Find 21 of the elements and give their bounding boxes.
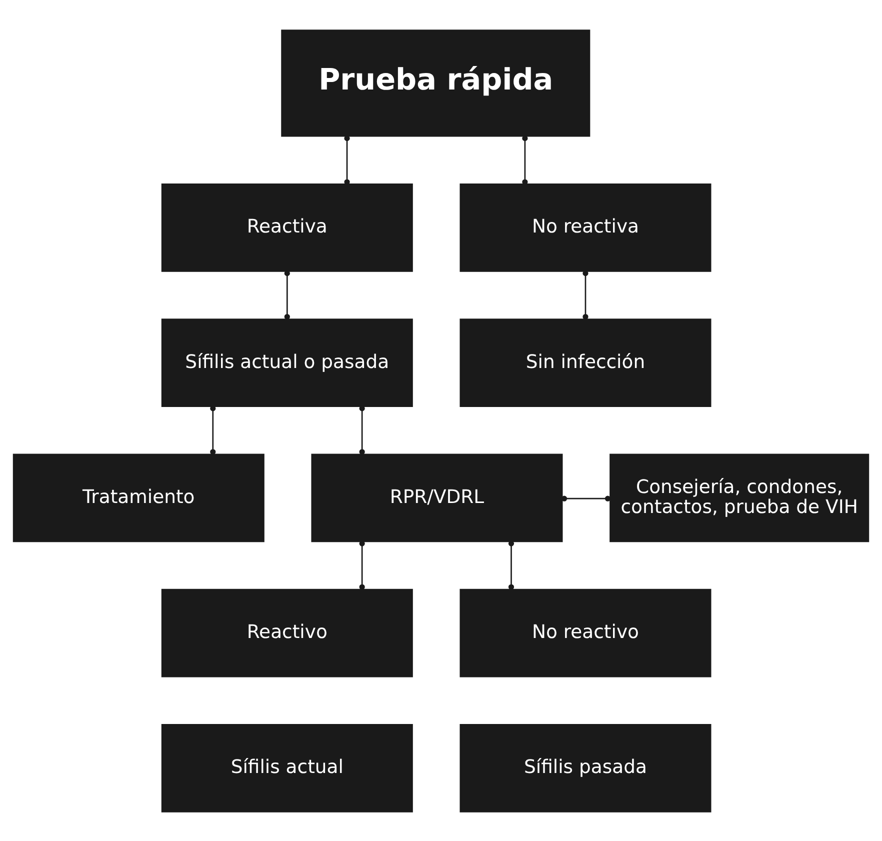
node-box: Sífilis pasada [460, 724, 712, 812]
connector [359, 405, 365, 454]
node-box: RPR/VDRL [311, 453, 563, 542]
node-box: Sífilis actual [161, 724, 413, 812]
node-box: Prueba rápida [281, 29, 590, 136]
node-box: No reactiva [460, 183, 712, 272]
node-box: Tratamiento [12, 453, 264, 542]
node-box: Sífilis actual o pasada [161, 318, 413, 406]
connector [561, 495, 611, 501]
node-box: Reactiva [161, 183, 413, 272]
connector [582, 270, 588, 320]
connector [508, 540, 514, 590]
node-box: No reactivo [460, 588, 712, 677]
connector [210, 405, 216, 454]
connector [359, 540, 365, 590]
connector [284, 270, 290, 320]
connector [522, 135, 528, 184]
node-box: Reactivo [161, 588, 413, 677]
connector [344, 135, 350, 184]
node-box: Sin infección [460, 318, 712, 406]
node-box: Consejería, condones, contactos, prueba de VIH [610, 453, 870, 542]
